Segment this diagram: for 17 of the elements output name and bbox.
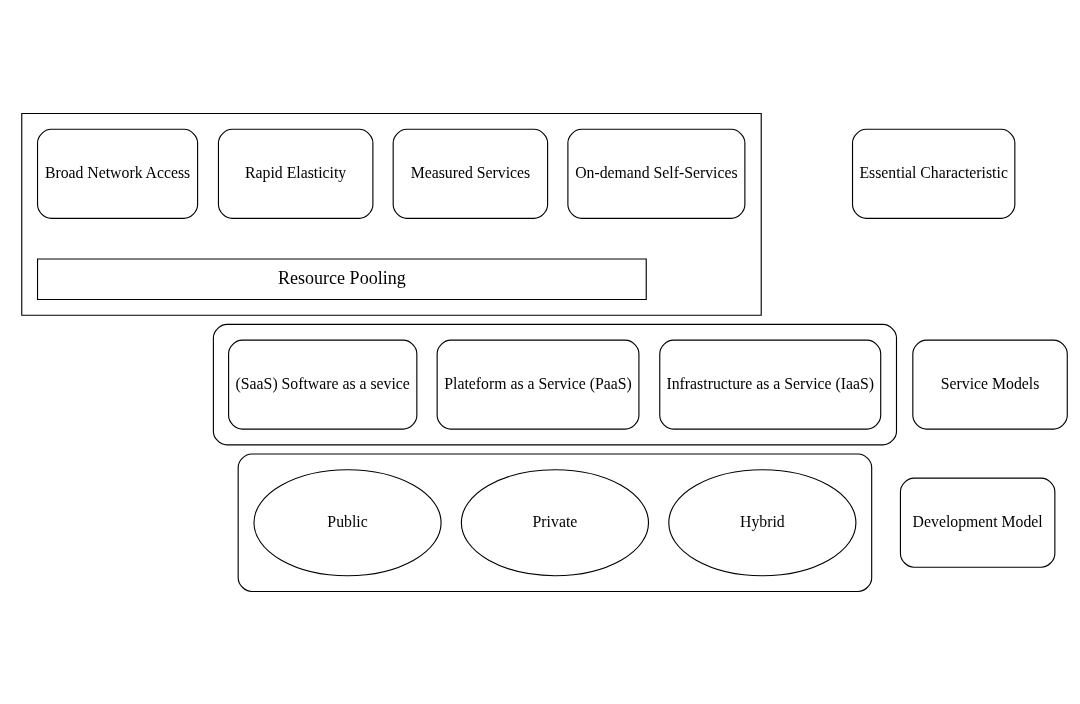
node-ellipse: Private xyxy=(460,468,650,576)
cluster xyxy=(212,323,898,445)
node-box: Service Models xyxy=(912,339,1068,430)
node-box: Plateform as a Service (PaaS) xyxy=(436,339,640,430)
node-box: Resource Pooling xyxy=(36,257,647,300)
node-ellipse: Hybrid xyxy=(668,468,857,576)
node-ellipse: Public xyxy=(253,468,442,576)
cluster xyxy=(237,452,873,592)
node-box: Development Model xyxy=(899,477,1056,568)
node-box: (SaaS) Software as a sevice xyxy=(228,339,418,430)
node-box: Infrastructure as a Service (IaaS) xyxy=(659,339,882,430)
node-box: On-demand Self-Services xyxy=(567,128,746,219)
node-box: Measured Services xyxy=(392,128,549,219)
node-box: Broad Network Access xyxy=(36,128,199,219)
node-box: Rapid Elasticity xyxy=(217,128,374,219)
cluster xyxy=(21,112,762,316)
node-box: Essential Characteristic xyxy=(851,128,1016,219)
